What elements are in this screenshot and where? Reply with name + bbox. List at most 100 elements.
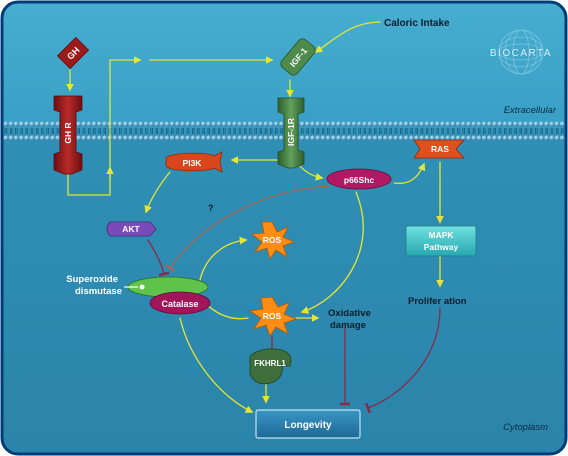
lipid-tail	[259, 128, 262, 134]
lipid-head	[29, 135, 35, 141]
lipid-head	[247, 135, 253, 141]
lipid-head	[507, 121, 513, 127]
lipid-tail	[186, 128, 190, 134]
lipid-tail	[472, 128, 476, 134]
lipid-tail	[140, 128, 143, 134]
lipid-head	[169, 121, 175, 127]
arrow-ghr-loop	[67, 59, 125, 196]
lipid-head	[533, 121, 540, 127]
lipid-head	[455, 135, 461, 141]
lipid-head	[450, 135, 456, 141]
arrows	[66, 21, 444, 414]
lipid-head	[133, 121, 139, 127]
lipid-tail	[129, 128, 132, 134]
lipid-head	[268, 121, 274, 127]
lipid-tail	[119, 128, 122, 134]
longevity-label: Longevity	[284, 420, 332, 431]
p66shc-node[interactable]: p66Shc	[326, 168, 392, 190]
lipid-head	[268, 135, 274, 141]
fkhrl1-node[interactable]: FKHRL1	[249, 348, 292, 385]
lipid-head	[435, 121, 441, 127]
lipid-head	[398, 135, 404, 141]
lipid-head	[497, 135, 503, 141]
lipid-head	[175, 121, 181, 127]
lipid-head	[320, 135, 326, 141]
lipid-head	[336, 135, 342, 141]
akt-node[interactable]: AKT	[106, 221, 157, 237]
lipid-head	[81, 121, 87, 127]
lipid-head	[216, 121, 222, 127]
gh-ligand[interactable]: GH	[56, 36, 90, 70]
lipid-head	[34, 121, 40, 127]
lipid-head	[190, 121, 196, 127]
lipid-head	[258, 135, 264, 141]
lipid-tail	[244, 128, 247, 134]
lipid-head	[325, 135, 331, 141]
arrow-p66shc-to-ras	[393, 162, 426, 184]
arrow-pi3k-to-akt	[144, 171, 171, 214]
mapk-label-line2: Pathway	[424, 242, 459, 252]
lipid-head	[409, 121, 415, 127]
lipid-head	[8, 121, 14, 127]
lipid-tail	[160, 128, 164, 134]
lipid-head	[169, 135, 175, 141]
arrow-catalase-to-longevity	[179, 317, 254, 413]
lipid-head	[117, 121, 123, 127]
lipid-tail	[264, 128, 268, 134]
lipid-head	[544, 121, 550, 127]
cytoplasm-label: Cytoplasm	[503, 422, 548, 433]
catalase-node[interactable]: Catalase	[149, 291, 211, 315]
lipid-head	[331, 135, 337, 141]
pi3k-node[interactable]: PI3K	[165, 151, 223, 173]
lipid-head	[492, 135, 498, 141]
lipid-tail	[20, 128, 23, 134]
ras-node[interactable]: RAS	[413, 139, 465, 159]
lipid-head	[13, 135, 19, 141]
lipid-tail	[441, 128, 444, 134]
inhibit-akt-sod	[147, 239, 170, 277]
lipid-tail	[431, 128, 434, 134]
lipid-head	[123, 135, 129, 141]
longevity-node[interactable]: Longevity	[255, 409, 361, 439]
lipid-head	[50, 121, 56, 127]
oxidative-damage-line2: damage	[330, 320, 366, 331]
lipid-tail	[446, 128, 450, 134]
lipid-tail	[368, 128, 372, 134]
lipid-tail	[233, 128, 236, 134]
lipid-head	[258, 121, 264, 127]
mapk-pathway-node[interactable]: MAPK Pathway	[405, 225, 477, 257]
lipid-head	[424, 121, 430, 127]
ghr-receptor[interactable]: GH R	[53, 95, 83, 175]
lipid-tail	[327, 128, 330, 134]
lipid-head	[34, 135, 40, 141]
arrow-caloric-to-igf1	[314, 21, 381, 53]
lipid-head	[273, 135, 279, 141]
lipid-head	[154, 121, 160, 127]
lipid-head	[455, 121, 461, 127]
lipid-head	[487, 121, 493, 127]
lipid-head	[492, 121, 498, 127]
ros-top-node[interactable]: ROS	[250, 221, 296, 260]
lipid-head	[341, 135, 347, 141]
ros-mid-node[interactable]: ROS	[248, 296, 298, 337]
lipid-tail	[405, 128, 408, 134]
lipid-head	[180, 121, 186, 127]
lipid-head	[149, 135, 155, 141]
lipid-tail	[124, 128, 127, 134]
lipid-head	[227, 121, 233, 127]
lipid-head	[518, 121, 524, 127]
lipid-head	[445, 121, 451, 127]
lipid-head	[414, 121, 420, 127]
igf1r-receptor[interactable]: IGF-1R	[277, 97, 305, 169]
lipid-head	[393, 121, 399, 127]
lipid-tail	[36, 128, 39, 134]
lipid-tail	[488, 128, 491, 134]
lipid-head	[367, 135, 373, 141]
lipid-head	[372, 121, 378, 127]
lipid-head	[81, 135, 87, 141]
igf1-ligand[interactable]: IGF-1	[279, 37, 317, 77]
sod-marker	[139, 284, 145, 290]
lipid-head	[143, 135, 149, 141]
lipid-head	[554, 135, 560, 141]
arrow-p66shc-to-ros	[300, 191, 364, 314]
